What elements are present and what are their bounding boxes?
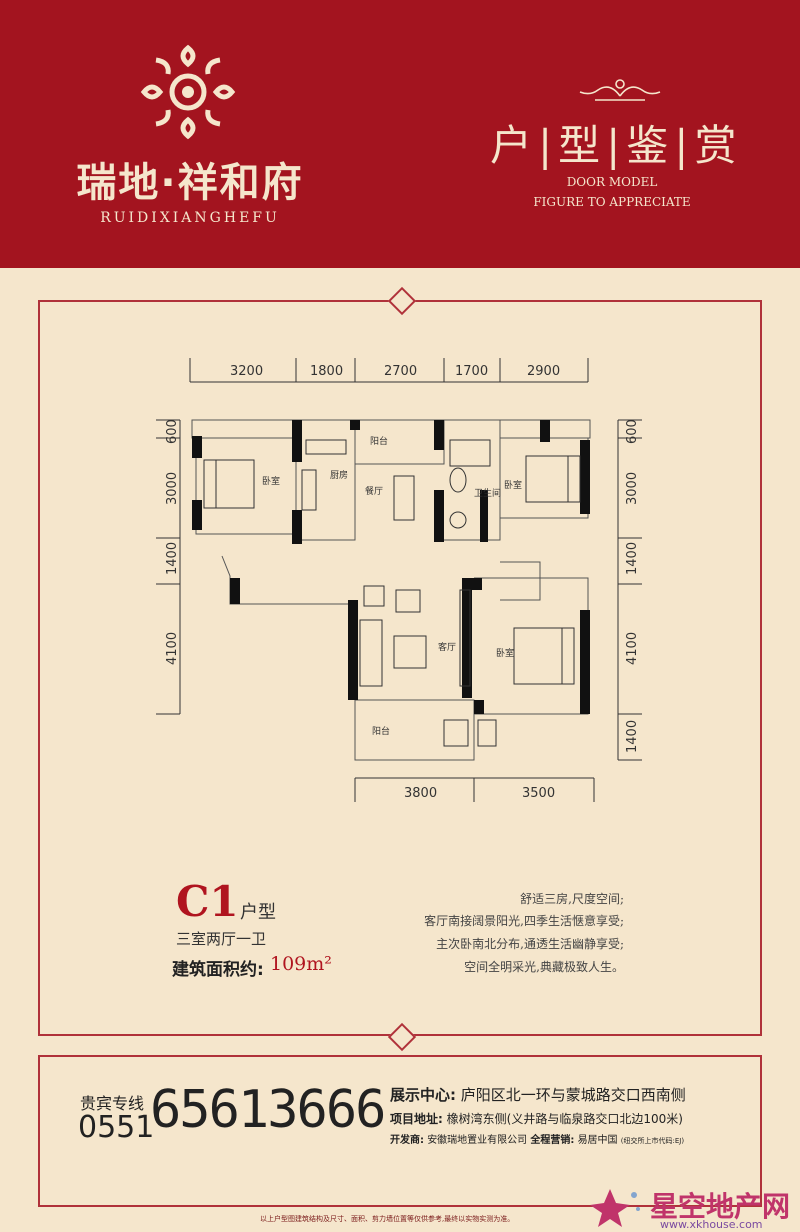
page-title: 户|型|鉴|赏	[490, 121, 743, 170]
dim-left-3: 1400	[165, 542, 180, 575]
showroom-label: 展示中心:	[390, 1086, 456, 1104]
sales-note: (纽交所上市代码:EJ)	[620, 1137, 685, 1145]
unit-code-suffix: 户型	[240, 902, 276, 923]
dim-top-1: 3200	[230, 364, 263, 379]
room-label-bedroom-nw: 卧室	[262, 475, 280, 487]
address-label: 项目地址:	[390, 1112, 443, 1126]
plan-outline	[191, 419, 591, 761]
dim-bottom-1: 3800	[404, 786, 437, 801]
room-label-living: 客厅	[438, 641, 456, 653]
developer-label: 开发商:	[390, 1135, 424, 1146]
room-label-kitchen: 厨房	[330, 469, 348, 481]
address-line: 项目地址: 橡树湾东侧(义井路与临泉路交口北边100米)	[390, 1110, 683, 1127]
dim-left-2: 3000	[165, 472, 180, 505]
brand-roman-name: RUIDIXIANGHEFU	[100, 210, 280, 226]
brand-name: 瑞地·祥和府	[76, 160, 304, 206]
dim-right-4: 4100	[625, 632, 640, 665]
showroom-address: 庐阳区北一环与蒙城路交口西南侧	[460, 1086, 686, 1104]
dim-top-4: 1700	[455, 364, 488, 379]
ornament-flourish-icon	[579, 79, 661, 101]
contact-frame	[38, 1055, 762, 1207]
title-english-line2: FIGURE TO APPRECIATE	[533, 195, 691, 209]
area-value: 109m²	[270, 953, 332, 975]
dim-left-4: 4100	[165, 632, 180, 665]
hotline-label: 贵宾专线	[80, 1094, 145, 1113]
top-dimension-lines	[189, 358, 589, 383]
bottom-dimension-lines	[354, 777, 595, 802]
developer-name: 安徽瑞地置业有限公司	[427, 1135, 528, 1146]
room-label-balcony-south: 阳台	[372, 725, 390, 737]
watermark-text: 星空地产网	[650, 1190, 791, 1223]
dim-right-3: 1400	[625, 542, 640, 575]
dim-left-1: 600	[165, 419, 180, 444]
room-label-bedroom-master: 卧室	[496, 647, 514, 659]
furniture	[203, 439, 581, 747]
left-dimension-lines	[156, 419, 181, 715]
showroom-line: 展示中心: 庐阳区北一环与蒙城路交口西南侧	[390, 1084, 686, 1105]
feature-line-1: 舒适三房,尺度空间;	[520, 892, 624, 906]
dim-top-2: 1800	[310, 364, 343, 379]
unit-code: C1	[176, 877, 239, 926]
project-address: 橡树湾东侧(义井路与临泉路交口北边100米)	[446, 1112, 683, 1126]
sales-agent: 易居中国	[577, 1135, 618, 1146]
title-english-line1: DOOR MODEL	[566, 175, 658, 189]
unit-layout: 三室两厅一卫	[176, 930, 267, 948]
watermark-url[interactable]: www.xkhouse.com	[660, 1218, 763, 1231]
plan-walls	[192, 420, 590, 714]
right-dimension-lines	[617, 419, 642, 761]
room-label-dining: 餐厅	[365, 485, 383, 497]
room-label-balcony-north: 阳台	[370, 435, 388, 447]
sales-label: 全程营销:	[530, 1135, 575, 1146]
dim-right-5: 1400	[625, 720, 640, 753]
dim-right-2: 3000	[625, 472, 640, 505]
feature-line-2: 客厅南接阔景阳光,四季生活惬意享受;	[424, 914, 624, 928]
developer-line: 开发商: 安徽瑞地置业有限公司 全程营销: 易居中国 (纽交所上市代码:EJ)	[390, 1131, 684, 1146]
dim-top-5: 2900	[527, 364, 560, 379]
dim-top-3: 2700	[384, 364, 417, 379]
phone-area-code: 0551	[78, 1110, 155, 1145]
room-label-bathroom: 卫生间	[474, 487, 501, 499]
disclaimer-text: 以上户型图建筑结构及尺寸、面积、剪力墙位置等仅供参考,最终以实物实测为准。	[260, 1215, 515, 1223]
watermark-logo-icon	[590, 1189, 640, 1227]
dim-bottom-2: 3500	[522, 786, 555, 801]
room-label-bedroom-ne: 卧室	[504, 479, 522, 491]
header-banner: 瑞地·祥和府 RUIDIXIANGHEFU 户|型|鉴|赏 DOOR MODEL…	[0, 0, 800, 268]
dim-right-1: 600	[625, 419, 640, 444]
logo-emblem-icon	[140, 44, 236, 140]
feature-line-3: 主次卧南北分布,通透生活幽静享受;	[436, 937, 624, 951]
feature-line-4: 空间全明采光,典藏极致人生。	[464, 960, 624, 974]
area-label: 建筑面积约:	[172, 960, 264, 980]
phone-number: 65613666	[150, 1080, 386, 1140]
